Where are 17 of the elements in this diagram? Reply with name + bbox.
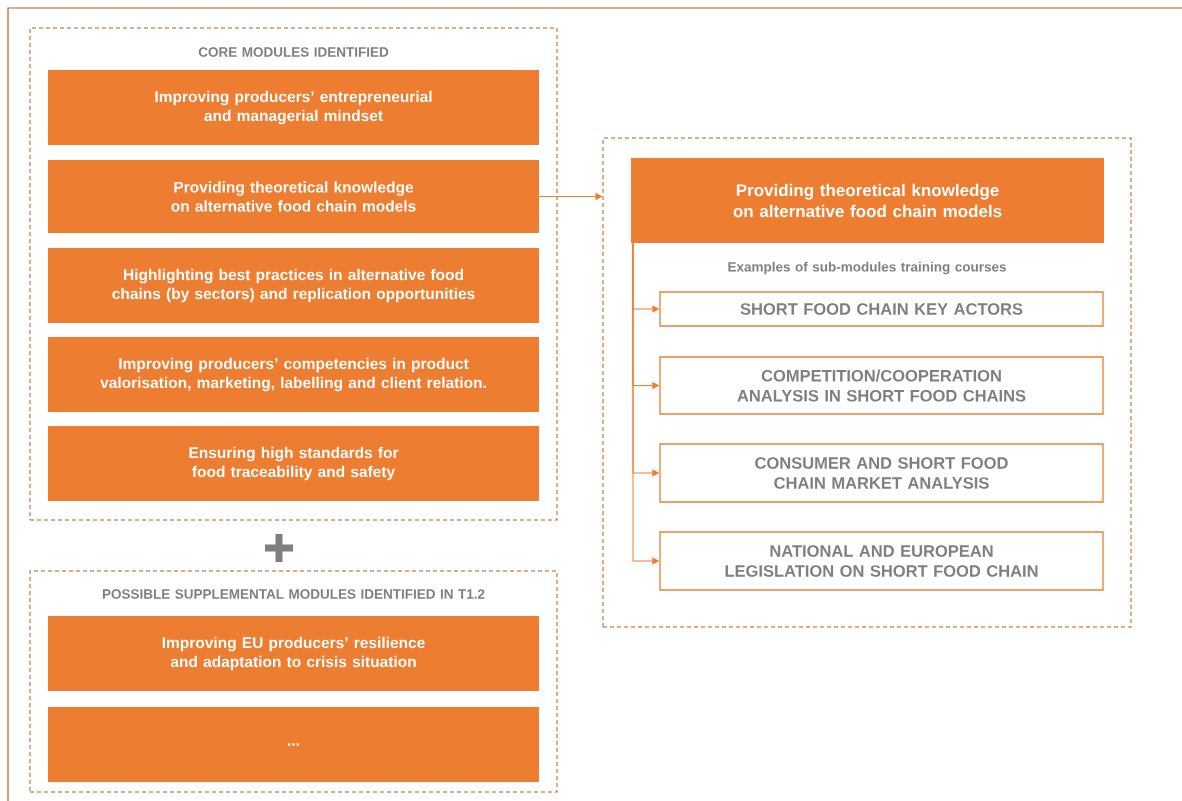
panel-title: POSSIBLE SUPPLEMENTAL MODULES IDENTIFIED IN T1.2	[102, 589, 485, 599]
arrow	[538, 193, 602, 200]
module-box: Highlighting best practices in alternative food chains (by sectors) and replication opportunities	[48, 248, 539, 323]
arrow	[632, 242, 659, 565]
module-box: Providing theoretical knowledge on alternative food chain models	[48, 160, 539, 233]
module-box: Improving EU producers’ resilience and adaptation to crisis situation	[48, 616, 539, 691]
module-box: Improving producers’ entrepreneurial and managerial mindset	[48, 70, 539, 145]
submodule-box: COMPETITION/COOPERATION ANALYSIS IN SHORT FOOD CHAINS	[659, 356, 1104, 415]
header-box: Providing theoretical knowledge on alternative food chain models	[631, 158, 1104, 243]
submodule-box: SHORT FOOD CHAIN KEY ACTORS	[659, 291, 1104, 327]
panel-title: Examples of sub-modules training courses	[728, 261, 1006, 275]
module-box: ...	[48, 707, 539, 782]
submodule-box: NATIONAL AND EUROPEAN LEGISLATION ON SHORT FOOD CHAIN	[659, 531, 1104, 591]
module-box: Ensuring high standards for food traceability and safety	[48, 426, 539, 501]
module-box: Improving producers’ competencies in product valorisation, marketing, labelling and client relation.	[48, 337, 539, 412]
submodule-box: CONSUMER AND SHORT FOOD CHAIN MARKET ANALYSIS	[659, 443, 1104, 503]
panel-title: CORE MODULES IDENTIFIED	[198, 47, 389, 57]
